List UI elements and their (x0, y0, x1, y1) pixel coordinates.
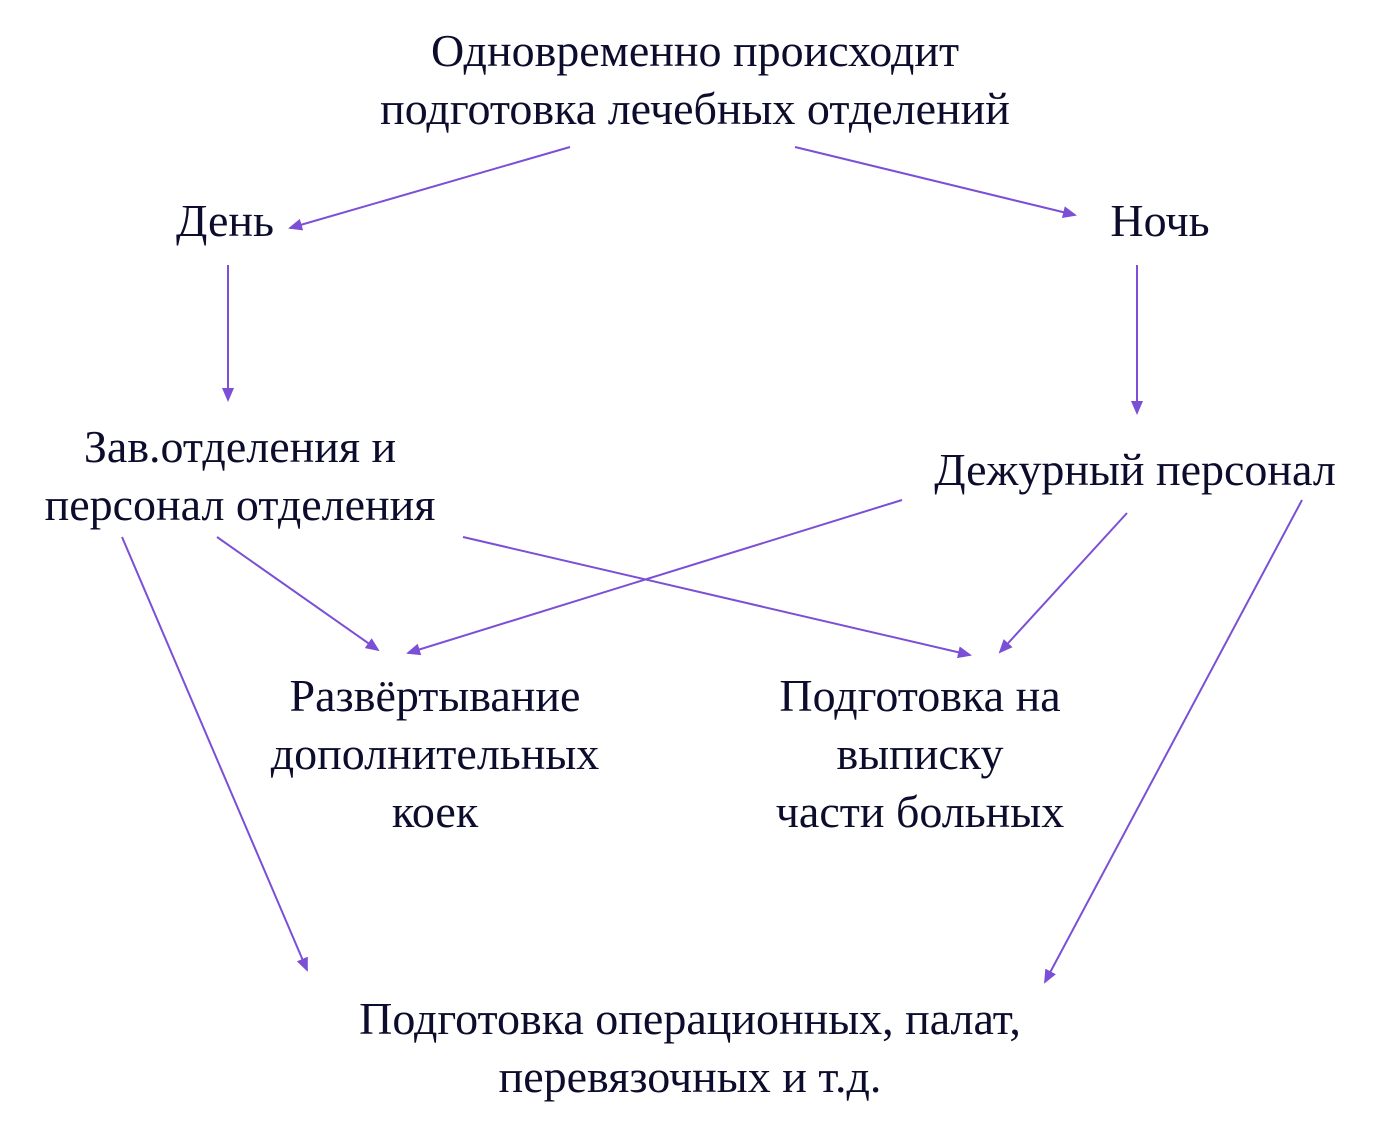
arrow-duty-to-beds (406, 499, 903, 656)
node-day-label: День (176, 195, 274, 246)
arrow-duty-to-ops (1044, 499, 1303, 984)
node-day: День (150, 192, 300, 250)
arrow-duty-to-discharge (998, 512, 1128, 654)
node-beds-line-3: коек (391, 786, 479, 837)
arrow-dept-to-beds (216, 536, 380, 652)
node-discharge-line-2: выписку (836, 728, 1004, 779)
node-beds-line-1: Развёртывание (289, 670, 581, 721)
node-dept-line-1: Зав.отделения и (83, 421, 397, 472)
node-duty-staff: Дежурный персонал (900, 441, 1370, 499)
node-night-label: Ночь (1110, 195, 1210, 246)
arrow-top-to-night (794, 146, 1077, 218)
node-ops-line-2: перевязочных и т.д. (498, 1051, 882, 1102)
node-dept-line-2: персонал отделения (44, 479, 436, 530)
node-ops-line-1: Подготовка операционных, палат, (359, 993, 1021, 1044)
node-operating-rooms-preparation: Подготовка операционных, палат, перевязо… (300, 990, 1080, 1106)
node-additional-beds: Развёртывание дополнительных коек (230, 667, 640, 841)
node-discharge-line-3: части больных (775, 786, 1065, 837)
node-discharge-preparation: Подготовка на выписку части больных (735, 667, 1105, 841)
node-discharge-line-1: Подготовка на (779, 670, 1061, 721)
arrow-dept-to-discharge (462, 536, 972, 659)
node-top-simultaneous-preparation: Одновременно происходит подготовка лечеб… (300, 22, 1090, 138)
node-top-line-2: подготовка лечебных отделений (380, 83, 1010, 134)
node-beds-line-2: дополнительных (270, 728, 600, 779)
node-duty-label: Дежурный персонал (934, 444, 1336, 495)
node-department-staff: Зав.отделения и персонал отделения (10, 418, 470, 534)
arrow-dept-to-ops (121, 536, 308, 972)
arrow-top-to-day (288, 146, 571, 231)
node-top-line-1: Одновременно происходит (430, 25, 960, 76)
node-night: Ночь (1080, 192, 1240, 250)
